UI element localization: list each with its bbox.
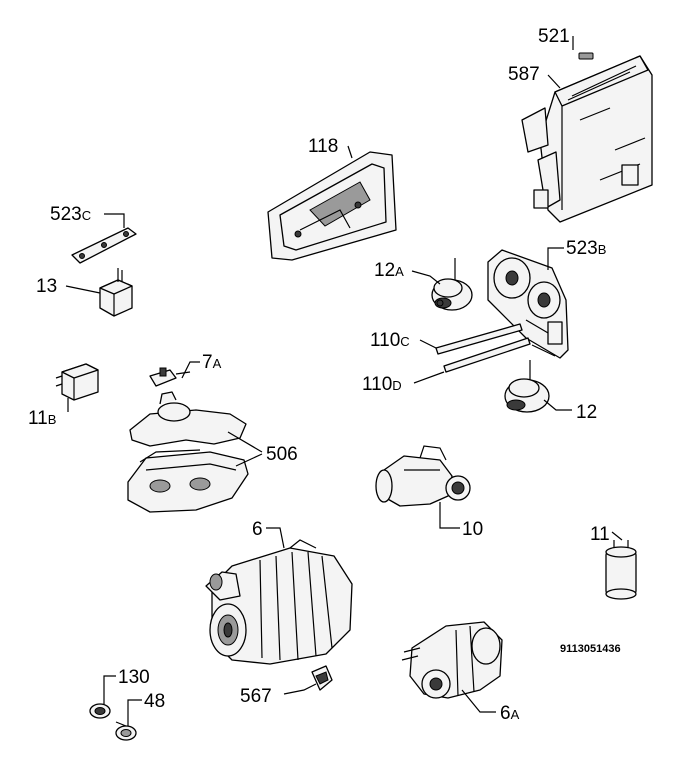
part-12-pressure-switch — [504, 360, 550, 413]
part-6a-pump-assembly — [401, 621, 503, 699]
label-521: 521 — [538, 26, 570, 47]
label-523c: 523C — [50, 204, 91, 225]
leader-110c — [419, 339, 437, 349]
part-11-capacitor — [605, 540, 637, 600]
label-6: 6 — [252, 519, 263, 540]
part-523b-mounting-plate — [487, 249, 569, 359]
label-10: 10 — [462, 519, 483, 540]
leader-506 — [227, 431, 263, 467]
label-11b-suffix: B — [48, 412, 57, 427]
label-12a-suffix: A — [395, 264, 404, 279]
leader-587 — [547, 74, 561, 89]
leader-118 — [347, 145, 353, 159]
part-110d-rod — [443, 337, 531, 373]
label-523b: 523B — [566, 238, 606, 259]
part-10-drain-pump — [375, 445, 471, 507]
label-7a: 7A — [202, 352, 222, 373]
label-110d: 110D — [362, 374, 402, 395]
part-506-sump-housing — [127, 391, 249, 513]
label-110c: 110C — [370, 330, 410, 351]
part-6-circulation-pump — [205, 539, 353, 665]
leader-6 — [266, 527, 285, 549]
label-7a-suffix: A — [213, 356, 222, 371]
leader-12a — [411, 270, 441, 285]
part-521-clip — [578, 52, 594, 60]
leader-7a — [181, 361, 200, 379]
label-523b-number: 523 — [566, 238, 598, 259]
label-12a-number: 12 — [374, 260, 395, 281]
leader-13 — [65, 285, 101, 294]
label-523c-suffix: C — [82, 208, 91, 223]
label-13: 13 — [36, 276, 57, 297]
label-506: 506 — [266, 444, 298, 465]
reference-code: 9113051436 — [560, 643, 621, 655]
part-7a-clip — [149, 367, 191, 387]
part-130-seal — [89, 703, 111, 719]
part-567-clip — [311, 665, 333, 691]
label-110d-suffix: D — [392, 378, 401, 393]
label-48: 48 — [144, 691, 165, 712]
label-7a-number: 7 — [202, 352, 213, 373]
leader-110d — [413, 371, 445, 384]
part-48-screw — [115, 721, 137, 741]
part-118-panel — [267, 151, 397, 261]
leader-11 — [611, 531, 623, 541]
label-12: 12 — [576, 402, 597, 423]
part-110c-rod — [435, 323, 523, 355]
part-523c-bracket — [71, 227, 137, 264]
leader-6a — [461, 689, 496, 713]
label-130: 130 — [118, 667, 150, 688]
leader-12 — [543, 399, 572, 411]
leader-523b — [547, 247, 564, 270]
part-587-control-module — [521, 55, 653, 223]
label-567: 567 — [240, 686, 272, 707]
part-13-relay — [99, 268, 133, 317]
part-11b-relay-box — [55, 363, 99, 401]
leader-48 — [127, 699, 142, 726]
label-6a-number: 6 — [500, 703, 511, 724]
label-523b-suffix: B — [598, 242, 607, 257]
leader-130 — [103, 675, 116, 704]
leader-523c — [104, 213, 125, 228]
label-6a-suffix: A — [511, 707, 520, 722]
label-11b-number: 11 — [28, 408, 48, 429]
label-11b: 11B — [28, 408, 56, 429]
leader-567 — [283, 683, 317, 695]
label-6a: 6A — [500, 703, 520, 724]
label-587: 587 — [508, 64, 540, 85]
label-118: 118 — [308, 136, 338, 157]
part-12a-pressure-switch — [431, 258, 473, 311]
label-523c-number: 523 — [50, 204, 82, 225]
label-11: 11 — [590, 524, 610, 545]
label-110d-number: 110 — [362, 374, 392, 395]
label-12a: 12A — [374, 260, 404, 281]
leader-10 — [439, 502, 460, 529]
label-110c-number: 110 — [370, 330, 400, 351]
label-110c-suffix: C — [400, 334, 409, 349]
